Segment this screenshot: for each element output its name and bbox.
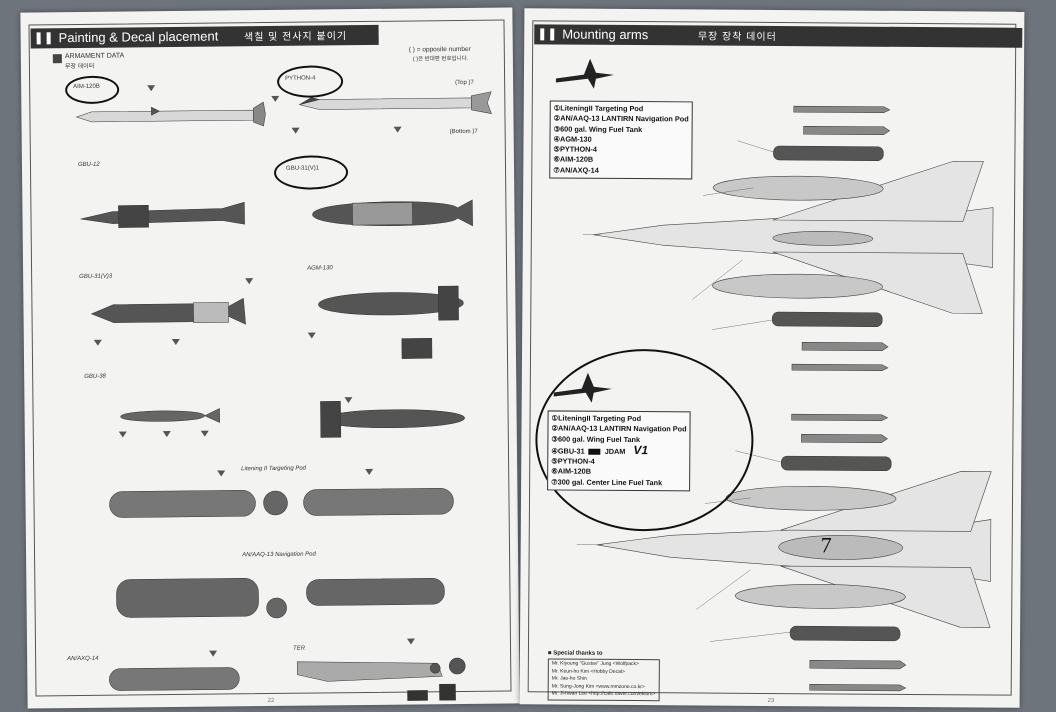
label-gbu12: GBU-12: [77, 161, 100, 169]
page-number: 23: [767, 697, 775, 705]
legend-item: ②AN/AAQ-13 LANTIRN Navigation Pod: [553, 113, 689, 124]
label-anaxq14: AN/AXQ-14: [67, 655, 99, 663]
legend-top: ①LiteningII Targeting Pod ②AN/AAQ-13 LAN…: [549, 100, 693, 180]
legend-item: ⑥AIM-120B: [551, 466, 592, 477]
aircraft-drawings: [553, 58, 994, 692]
label-bottom: (Bottom )7: [449, 128, 478, 136]
label-aim120b: AIM-120B: [73, 83, 100, 91]
tank-number: 7: [820, 532, 832, 558]
legend-item: ④GBU-31 JDAM V1: [551, 442, 686, 458]
label-lantirn: AN/AAQ-13 Navigation Pod: [242, 551, 316, 559]
label-top: (Top )7: [455, 79, 474, 87]
page-number: 22: [267, 697, 275, 705]
special-thanks: ■ Special thanks to Mr. Kiyoung "Gustav"…: [547, 650, 660, 701]
label-gbu31-v3: GBU-31(V)3: [79, 273, 113, 280]
legend-item: ⑦300 gal. Center Line Fuel Tank: [551, 477, 663, 488]
legend-item: ②AN/AAQ-13 LANTIRN Navigation Pod: [551, 423, 687, 434]
scribble-mark: [588, 448, 601, 455]
aircraft-silhouette-icon: [555, 58, 614, 89]
thanks-line: Mr. Ji-hwan Lee <http://cafe.naver.com/e…: [551, 690, 656, 698]
label-gbu38: GBU-38: [84, 373, 106, 380]
handwritten-note: V1: [633, 442, 649, 458]
aircraft-silhouette-icon: [553, 372, 612, 403]
legend-item-gbu31: ④GBU-31: [551, 446, 585, 456]
legend-bottom: ①LiteningII Targeting Pod ②AN/AAQ-13 LAN…: [547, 410, 691, 492]
label-python4: PYTHON-4: [285, 75, 316, 82]
label-litening: Litening II Targeting Pod: [241, 465, 307, 473]
label-ter: TER: [293, 645, 306, 652]
label-agm130: AGM-130: [307, 265, 333, 272]
legend-item: ⑦AN/AXQ-14: [553, 165, 599, 175]
label-gbu31: GBU-31(V)1: [285, 165, 320, 172]
thanks-line: Mr. Kiyoung "Gustav" Jung <Wolfpack>: [551, 660, 640, 668]
special-thanks-title: ■ Special thanks to: [547, 650, 603, 657]
left-page: Painting & Decal placement 색칠 및 전사지 붙이기 …: [20, 7, 520, 709]
armament-drawings: [75, 85, 492, 701]
right-page: Mounting arms 무장 장착 데이터: [519, 8, 1025, 708]
legend-item: ⑥AIM-120B: [553, 154, 594, 165]
special-thanks-box: Mr. Kiyoung "Gustav" Jung <Wolfpack> Mr.…: [547, 658, 660, 701]
legend-item-jdam: JDAM: [604, 446, 626, 456]
